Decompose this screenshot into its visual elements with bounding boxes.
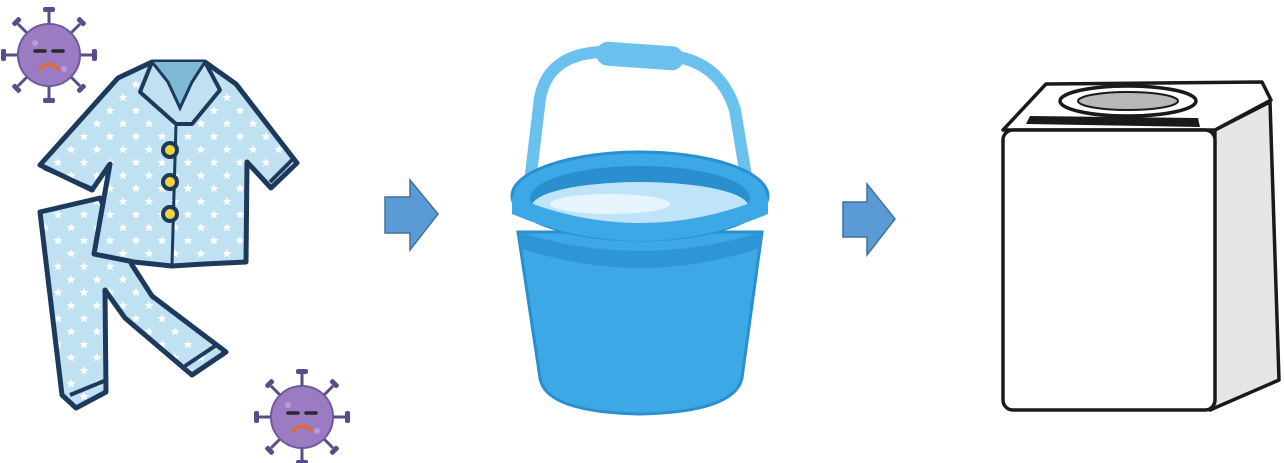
shirt-button [163, 207, 177, 221]
washer-front [1003, 130, 1215, 410]
virus-icon [254, 369, 350, 463]
shirt-button [163, 143, 177, 157]
pajamas-icon [40, 62, 297, 408]
shirt-button [163, 175, 177, 189]
washing-machine-icon [1003, 82, 1279, 410]
virus-icon [1, 7, 97, 103]
right-arrow-icon [385, 180, 438, 250]
water-bucket-icon [512, 41, 768, 414]
right-arrow-icon [843, 184, 895, 255]
